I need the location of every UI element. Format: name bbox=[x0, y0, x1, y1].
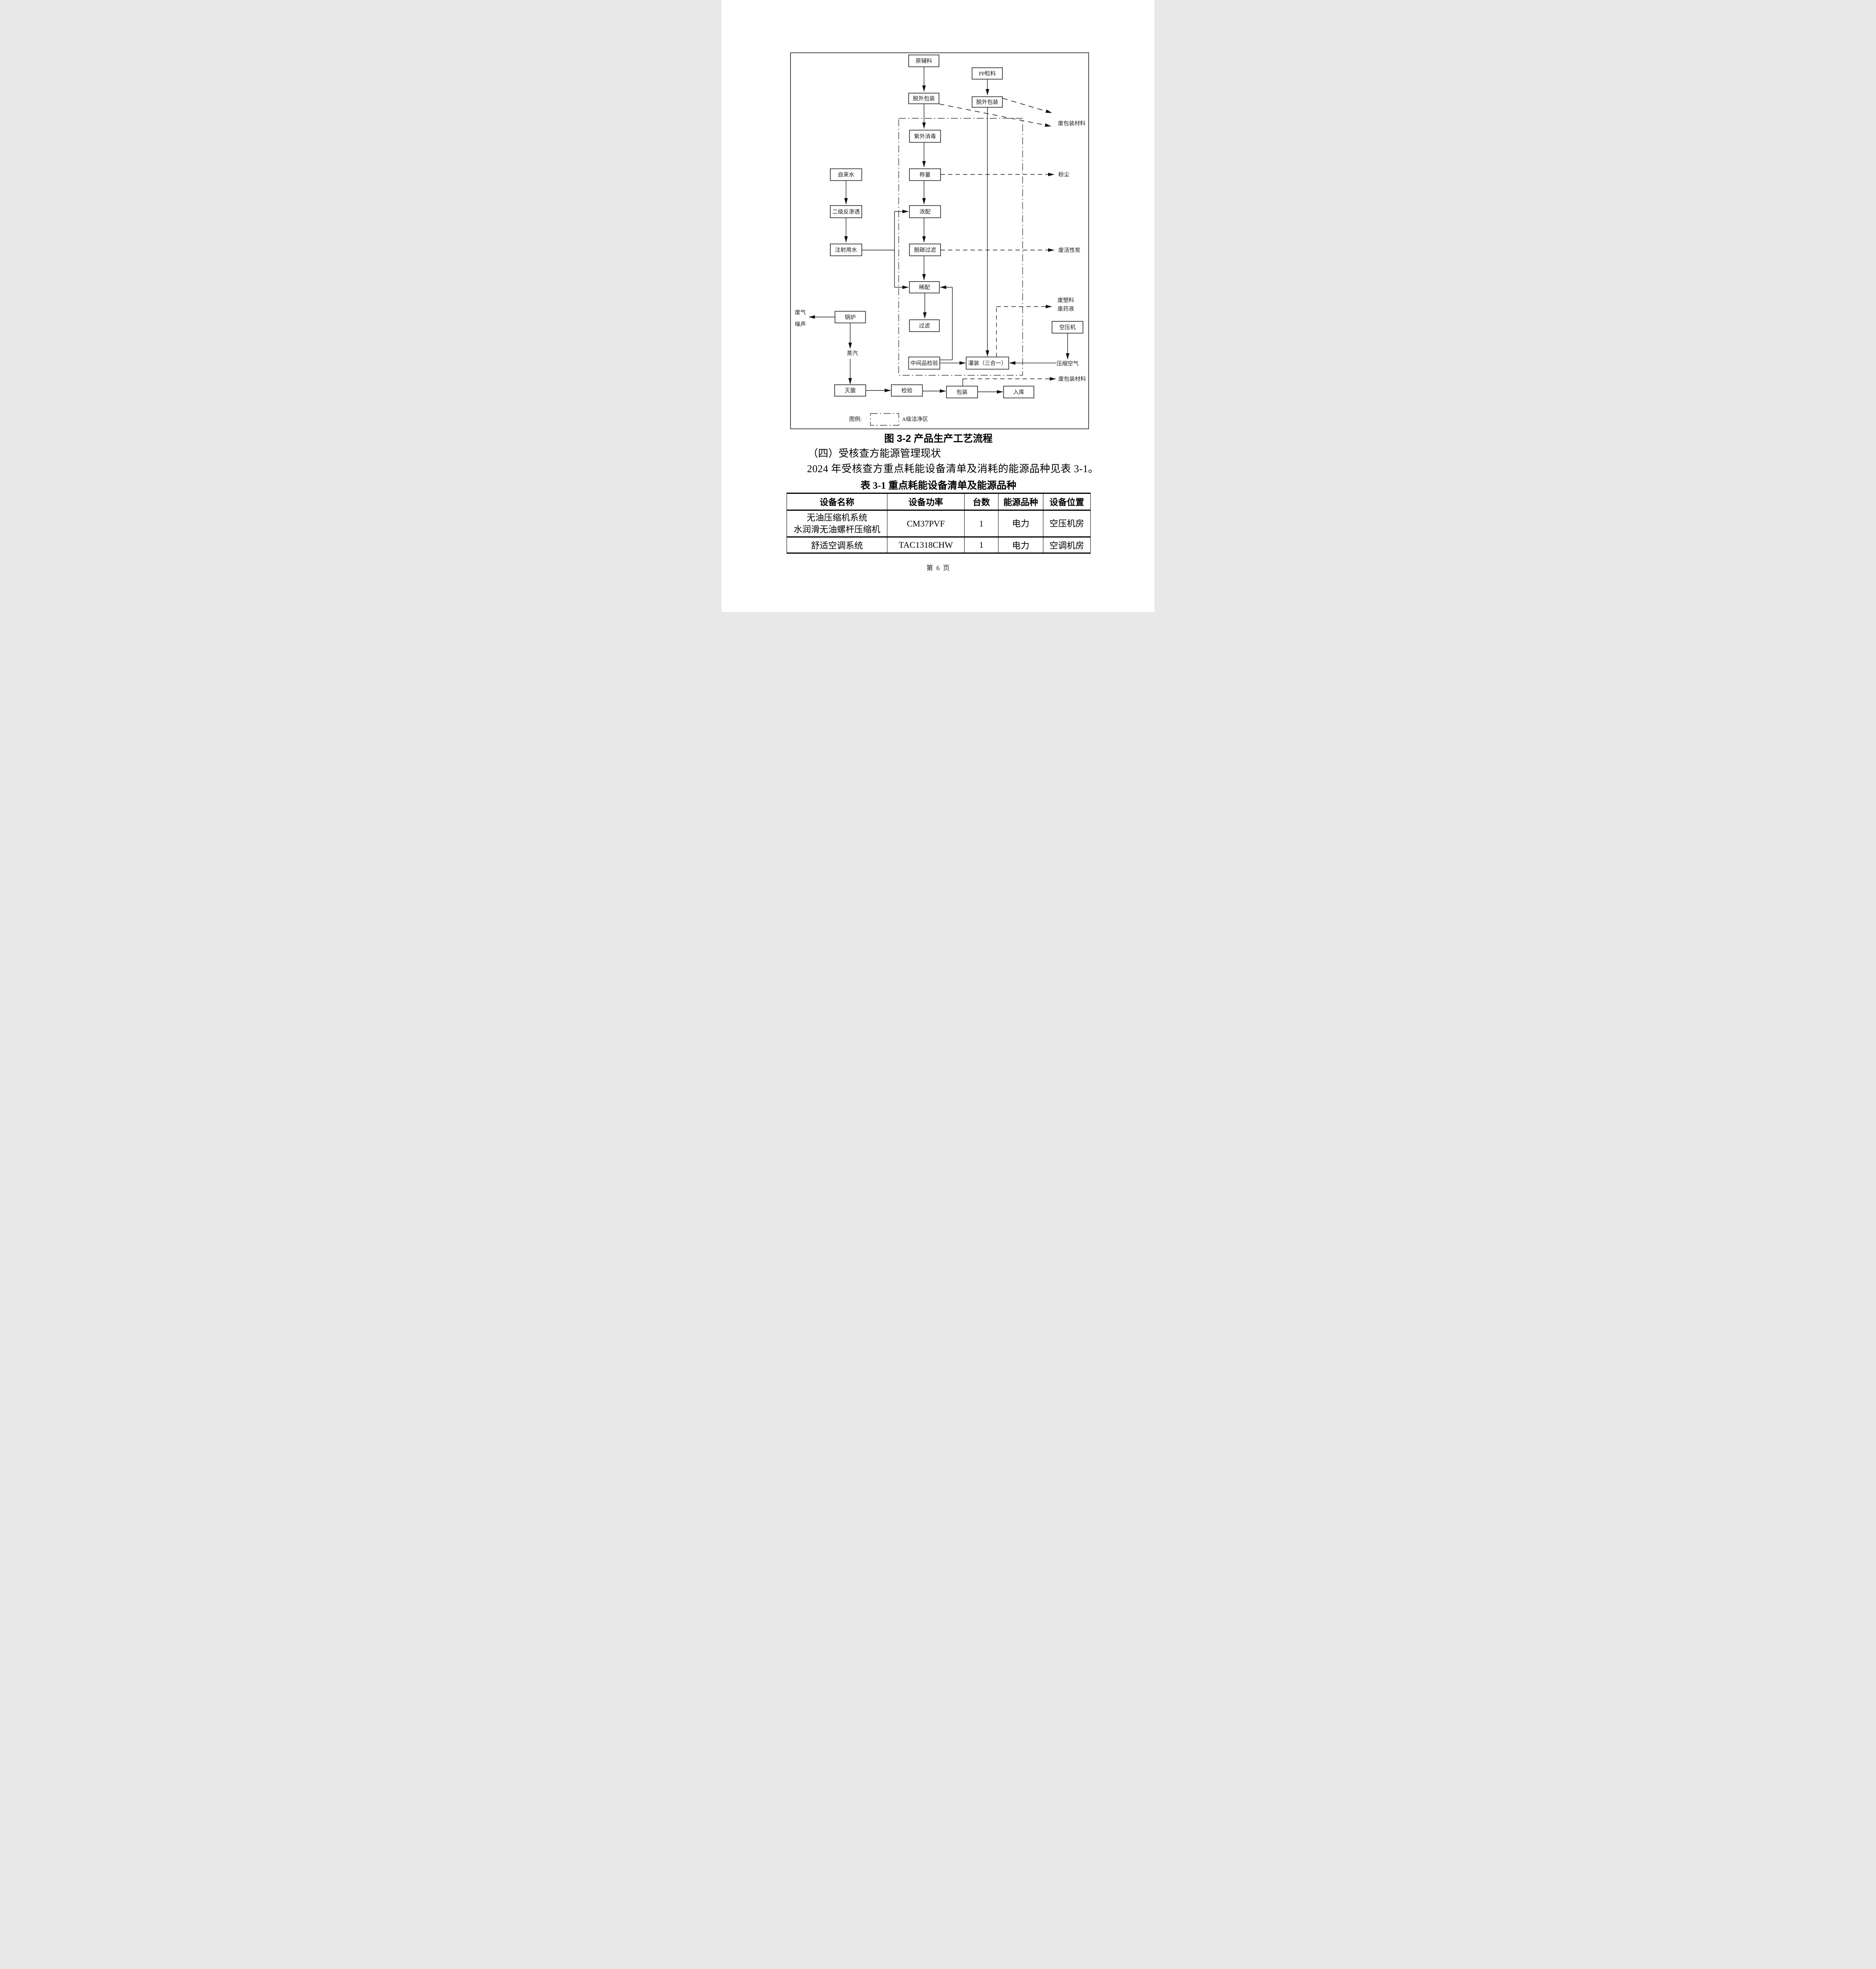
legend-prefix: 图例: bbox=[849, 416, 862, 423]
cell-device-location: 空压机房 bbox=[1043, 510, 1091, 538]
node-uv-disinfect bbox=[909, 130, 941, 143]
cell-unit-count: 1 bbox=[964, 537, 998, 554]
node-depack-left bbox=[908, 93, 939, 104]
label-noise: 噪声 bbox=[795, 321, 806, 328]
legend-clean-zone-swatch bbox=[870, 413, 899, 426]
legend-clean-zone-label: A级洁净区 bbox=[902, 416, 928, 423]
col-header-unit-count: 台数 bbox=[964, 493, 998, 511]
label-waste-packaging-top: 废包装材料 bbox=[1058, 121, 1086, 127]
node-warehousing-label: 入库 bbox=[1013, 389, 1024, 396]
cell-energy-type: 电力 bbox=[998, 510, 1043, 538]
col-header-device-power: 设备功率 bbox=[887, 493, 965, 511]
node-weighing-label: 称量 bbox=[920, 172, 931, 178]
label-steam: 蒸汽 bbox=[847, 350, 858, 357]
table-header-row: 设备名称 设备功率 台数 能源品种 设备位置 bbox=[787, 493, 1091, 511]
node-packaging-label: 包装 bbox=[957, 389, 968, 396]
node-decarb-filter-label: 脱碳过滤 bbox=[914, 247, 936, 254]
node-depack-right-label: 脱外包装 bbox=[976, 99, 998, 106]
cell-device-power: TAC1318CHW bbox=[887, 537, 965, 554]
node-raw-material bbox=[908, 54, 939, 67]
node-pp-pellets bbox=[972, 67, 1003, 80]
waste-labels: 废包装材料 粉尘 废活性炭 废塑料 废药液 废气 噪声 蒸汽 压缩空气 废包装材… bbox=[795, 121, 1086, 382]
label-waste-packaging-bottom: 废包装材料 bbox=[1058, 376, 1086, 382]
node-sterilization-label: 灭菌 bbox=[845, 388, 856, 394]
process-flow-diagram: 原辅料 PP粒料 脱外包装 脱外包装 紫外消毒 自来水 称量 二级反渗透 浓配 … bbox=[790, 52, 1089, 429]
node-depack-left-label: 脱外包装 bbox=[913, 96, 935, 102]
node-conc-prep bbox=[909, 205, 941, 218]
col-header-device-name: 设备名称 bbox=[787, 493, 887, 511]
node-filling-label: 灌装（三合一） bbox=[968, 360, 1007, 367]
node-tap-water bbox=[830, 168, 862, 181]
label-compressed-air: 压缩空气 bbox=[1057, 361, 1079, 367]
label-waste-plastic: 废塑料 bbox=[1058, 297, 1074, 304]
node-inspection-label: 检验 bbox=[902, 388, 913, 394]
page-number: 第 6 页 bbox=[926, 564, 950, 572]
figure-3-2: 原辅料 PP粒料 脱外包装 脱外包装 紫外消毒 自来水 称量 二级反渗透 浓配 … bbox=[790, 52, 1089, 429]
figure-caption: 图 3-2 产品生产工艺流程 bbox=[884, 433, 993, 444]
flow-connectors bbox=[809, 67, 1070, 394]
device-name-line2: 水润滑无油螺杆压缩机 bbox=[793, 524, 880, 534]
node-tap-water-label: 自来水 bbox=[838, 172, 854, 178]
node-weighing bbox=[909, 168, 941, 181]
cell-device-name: 无油压缩机系统 水润滑无油螺杆压缩机 bbox=[787, 510, 887, 538]
legend: 图例: A级洁净区 bbox=[849, 413, 928, 426]
cell-energy-type: 电力 bbox=[998, 537, 1043, 554]
node-reverse-osmosis-label: 二级反渗透 bbox=[832, 209, 860, 215]
label-waste-gas: 废气 bbox=[795, 310, 806, 316]
waste-connectors bbox=[939, 98, 1056, 381]
node-intermediate-test-label: 中间品检验 bbox=[911, 360, 938, 367]
label-waste-liquid: 废药液 bbox=[1058, 306, 1074, 312]
node-uv-disinfect-label: 紫外消毒 bbox=[914, 133, 936, 140]
node-injection-water-label: 注射用水 bbox=[835, 247, 857, 254]
node-dilute-prep-label: 稀配 bbox=[919, 285, 930, 291]
device-name-line1: 无油压缩机系统 bbox=[806, 512, 867, 523]
process-nodes: 原辅料 PP粒料 脱外包装 脱外包装 紫外消毒 自来水 称量 二级反渗透 浓配 … bbox=[830, 54, 1084, 399]
table-row: 无油压缩机系统 水润滑无油螺杆压缩机 CM37PVF 1 电力 空压机房 bbox=[787, 510, 1091, 538]
col-header-device-location: 设备位置 bbox=[1043, 493, 1091, 511]
class-a-clean-zone-boundary bbox=[898, 118, 1023, 376]
cell-device-power: CM37PVF bbox=[887, 510, 965, 538]
node-decarb-filter bbox=[909, 243, 941, 256]
cell-device-location: 空调机房 bbox=[1043, 537, 1091, 554]
node-depack-right bbox=[972, 96, 1003, 108]
node-conc-prep-label: 浓配 bbox=[920, 209, 931, 215]
section-body: 2024 年受核查方重点耗能设备清单及消耗的能源品种见表 3-1。 bbox=[807, 463, 1099, 475]
cell-device-name: 舒适空调系统 bbox=[787, 537, 887, 554]
node-sterilization bbox=[834, 384, 866, 397]
table-title: 表 3-1 重点耗能设备清单及能源品种 bbox=[860, 480, 1017, 491]
node-warehousing bbox=[1003, 386, 1034, 399]
node-inspection bbox=[891, 384, 923, 397]
document-page: 原辅料 PP粒料 脱外包装 脱外包装 紫外消毒 自来水 称量 二级反渗透 浓配 … bbox=[722, 0, 1154, 612]
equipment-table: 设备名称 设备功率 台数 能源品种 设备位置 无油压缩机系统 水润滑无油螺杆压缩… bbox=[787, 493, 1091, 554]
node-air-compressor bbox=[1052, 321, 1084, 334]
node-reverse-osmosis bbox=[830, 205, 862, 218]
node-injection-water bbox=[830, 243, 862, 256]
label-dust: 粉尘 bbox=[1058, 172, 1069, 178]
node-air-compressor-label: 空压机 bbox=[1059, 324, 1076, 331]
col-header-energy-type: 能源品种 bbox=[998, 493, 1043, 511]
section-heading: （四）受核查方能源管理现状 bbox=[808, 448, 941, 459]
node-dilute-prep bbox=[909, 281, 940, 293]
node-boiler-label: 锅炉 bbox=[845, 315, 856, 321]
node-pp-pellets-label: PP粒料 bbox=[979, 71, 996, 77]
node-packaging bbox=[946, 386, 978, 399]
node-filtration-label: 过滤 bbox=[919, 323, 930, 329]
node-boiler bbox=[835, 311, 866, 323]
cell-unit-count: 1 bbox=[964, 510, 998, 538]
node-filling bbox=[966, 356, 1009, 370]
figure-border bbox=[790, 52, 1089, 429]
label-waste-carbon: 废活性炭 bbox=[1058, 247, 1080, 254]
node-intermediate-test bbox=[908, 356, 940, 370]
node-filtration bbox=[909, 319, 940, 332]
table-row: 舒适空调系统 TAC1318CHW 1 电力 空调机房 bbox=[787, 537, 1091, 554]
node-raw-material-label: 原辅料 bbox=[916, 58, 932, 65]
